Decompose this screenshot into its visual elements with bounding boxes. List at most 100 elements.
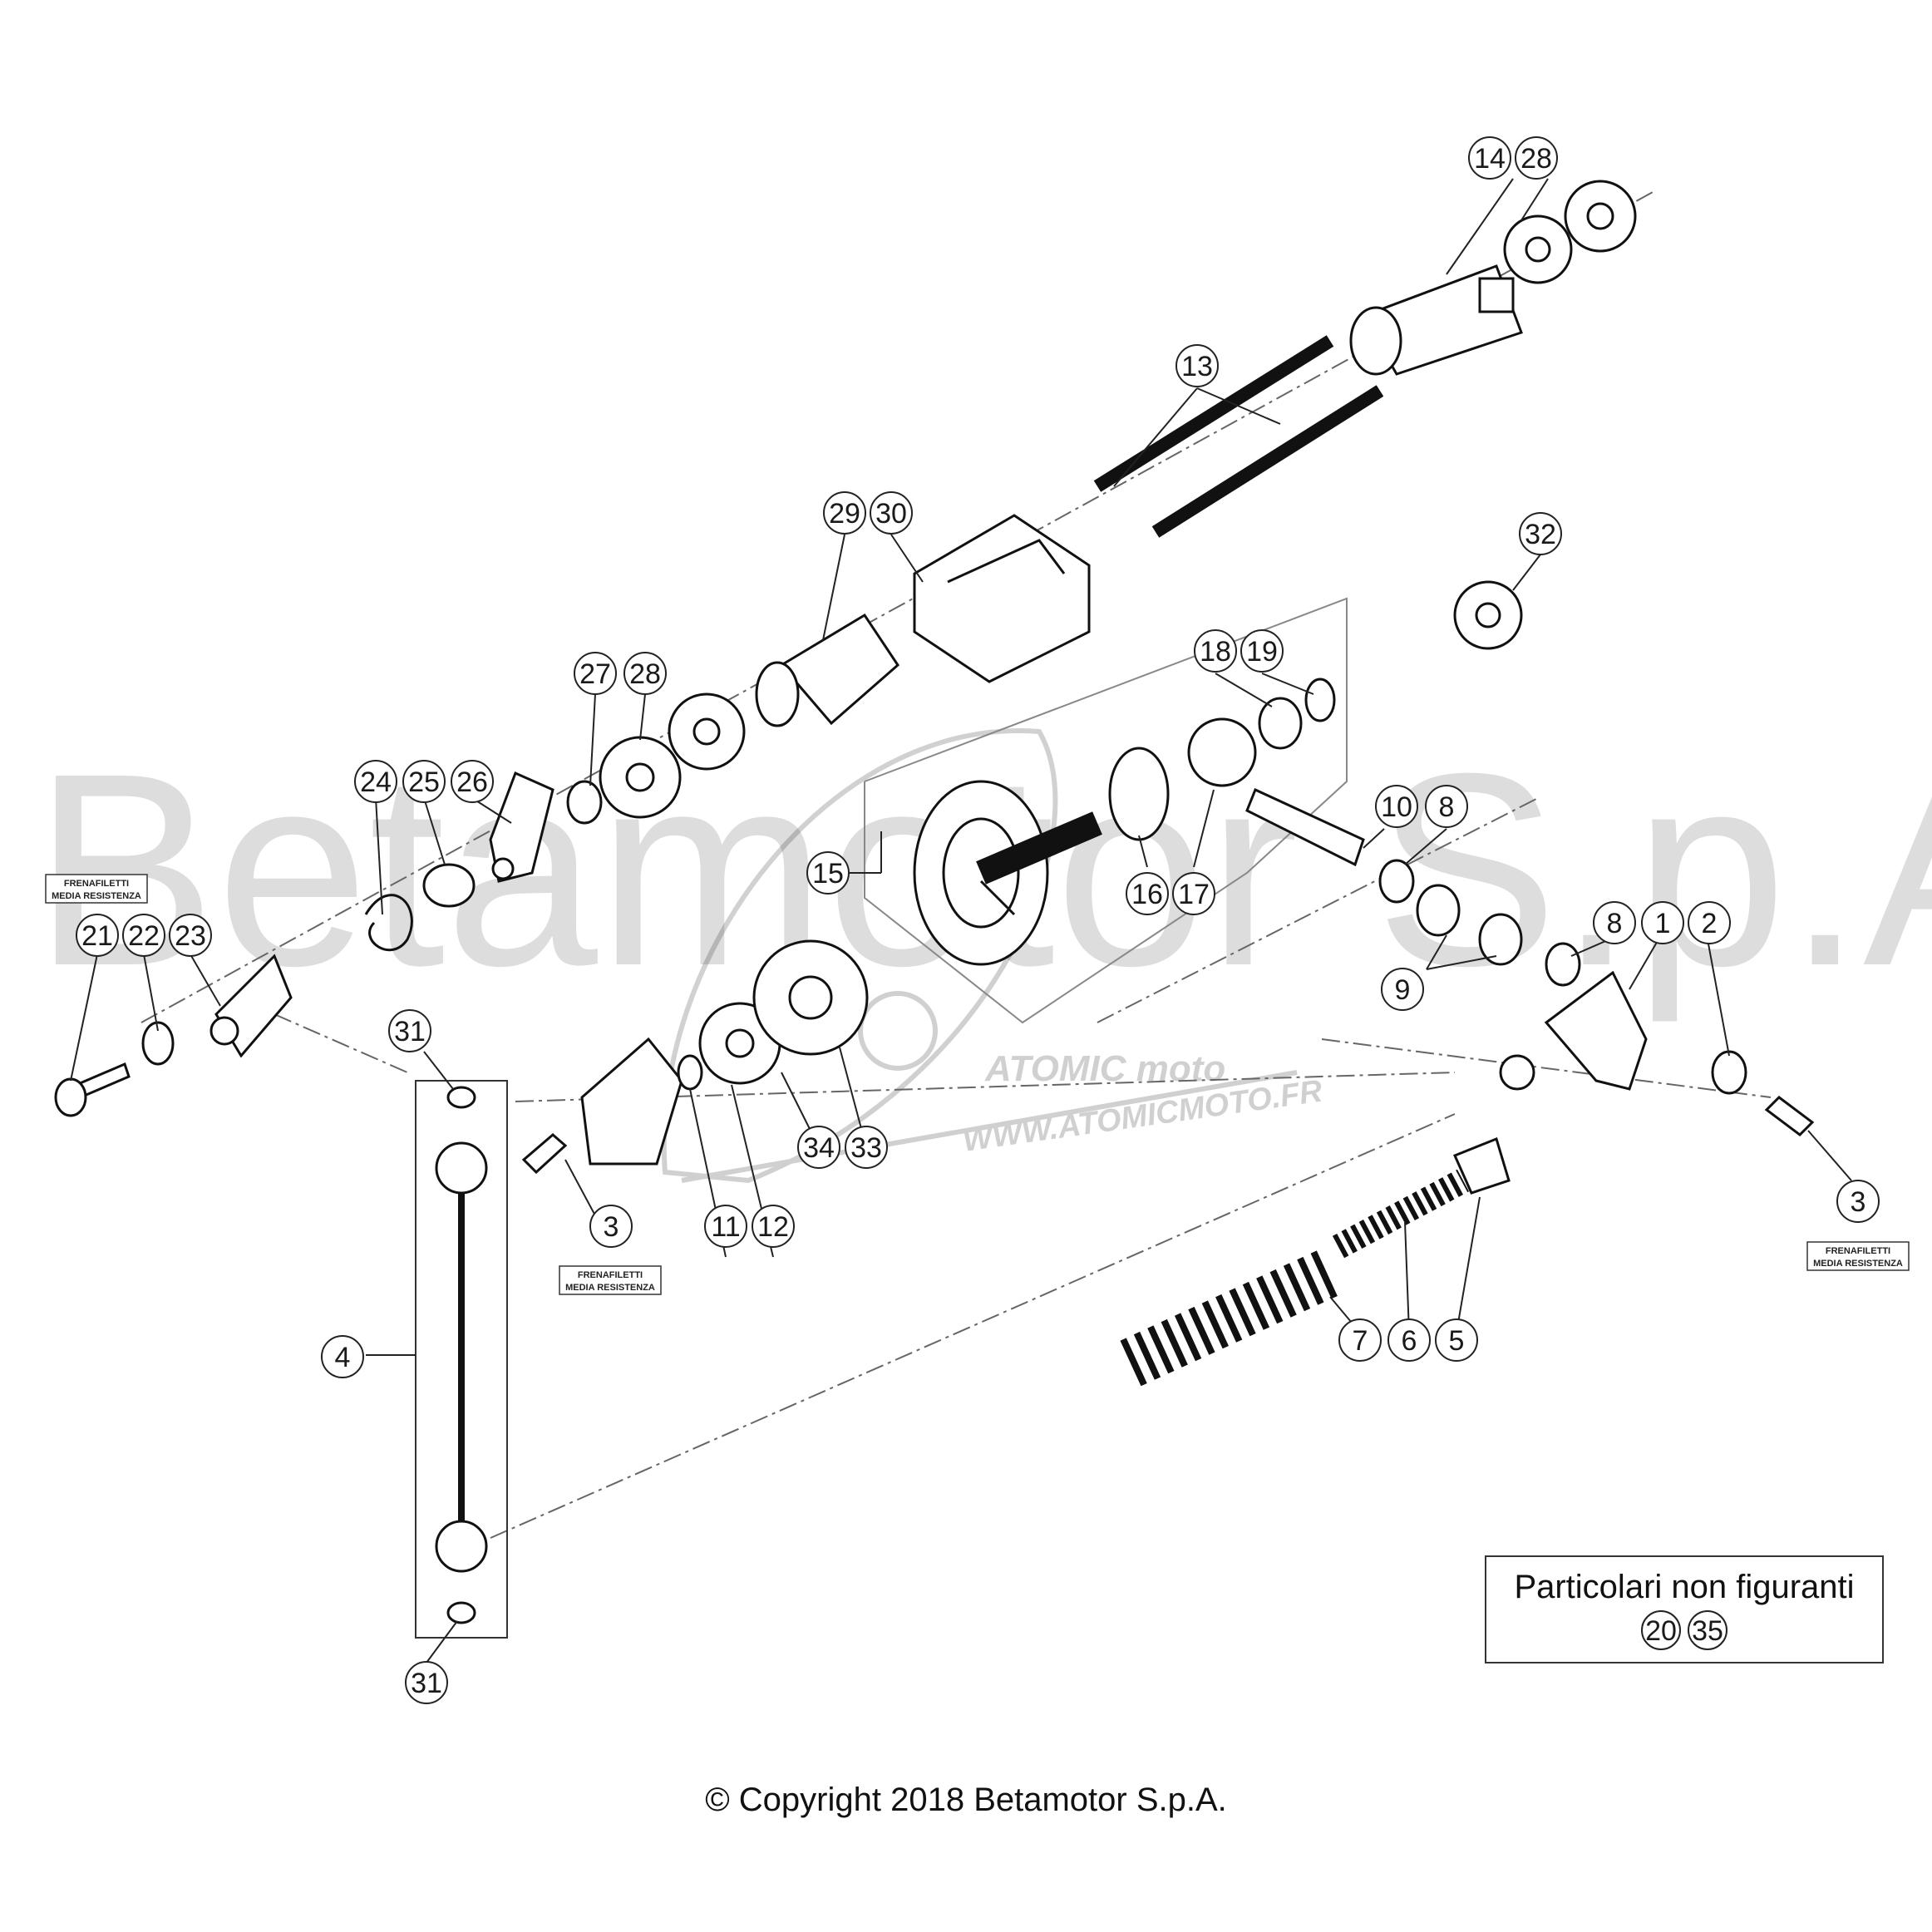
svg-text:34: 34 (803, 1132, 835, 1164)
note-item-35: 35 (1692, 1615, 1723, 1647)
callout-28-top: 28 (1515, 136, 1558, 180)
svg-text:23: 23 (175, 920, 206, 952)
svg-text:12: 12 (757, 1211, 789, 1243)
callout-23: 23 (169, 914, 212, 957)
callout-5: 5 (1435, 1318, 1478, 1362)
svg-text:3: 3 (1851, 1186, 1866, 1218)
callout-7: 7 (1338, 1318, 1382, 1362)
svg-text:15: 15 (812, 858, 844, 890)
parts-not-shown-box: Particolari non figuranti 20 35 (1485, 1555, 1884, 1663)
housing-outline (864, 597, 1348, 1024)
washer-8-top (1378, 859, 1415, 904)
callout-15: 15 (806, 851, 850, 895)
callout-10: 10 (1375, 785, 1418, 828)
svg-text:FRENAFILETTI: FRENAFILETTI (1826, 1246, 1890, 1256)
callout-1: 1 (1641, 901, 1684, 944)
callout-4: 4 (321, 1335, 364, 1378)
svg-text:17: 17 (1178, 879, 1210, 910)
svg-text:32: 32 (1525, 519, 1556, 550)
svg-text:18: 18 (1200, 636, 1231, 668)
svg-text:22: 22 (128, 920, 160, 952)
callout-34: 34 (797, 1126, 840, 1169)
callout-31-top: 31 (388, 1009, 431, 1052)
logo-watermark-text: ATOMIC moto (984, 1048, 1225, 1089)
roller-25 (422, 863, 476, 908)
callout-30: 30 (870, 491, 913, 535)
callout-18: 18 (1194, 629, 1237, 673)
washer-8-bottom (1545, 942, 1581, 987)
svg-text:2: 2 (1702, 908, 1718, 939)
callout-6: 6 (1387, 1318, 1431, 1362)
threadlock-tag-3-right: FRENAFILETTI MEDIA RESISTENZA (1806, 1241, 1910, 1271)
bush-9b (1478, 913, 1523, 966)
callout-8-bottom: 8 (1593, 901, 1636, 944)
note-item-20: 20 (1645, 1615, 1677, 1647)
callout-29: 29 (823, 491, 866, 535)
spring-7 (1120, 1249, 1341, 1387)
callout-19: 19 (1240, 629, 1284, 673)
svg-text:28: 28 (1520, 143, 1552, 175)
callout-17: 17 (1172, 872, 1215, 915)
circlip-19 (1304, 678, 1336, 722)
svg-text:29: 29 (829, 498, 860, 530)
washer-22 (141, 1021, 175, 1066)
svg-text:10: 10 (1381, 791, 1412, 823)
washer-17 (1187, 717, 1257, 787)
svg-text:25: 25 (408, 766, 440, 798)
svg-text:11: 11 (711, 1211, 740, 1243)
svg-text:28: 28 (629, 658, 661, 690)
callout-26: 26 (451, 760, 494, 803)
washer-2 (1711, 1050, 1747, 1095)
detent-pin (491, 857, 515, 880)
kick-lever (1544, 970, 1648, 1091)
callout-9: 9 (1381, 968, 1424, 1011)
callouts: 14 28 13 29 30 32 18 19 27 28 24 25 26 1… (76, 136, 1880, 1704)
threadlock-tag-21: FRENAFILETTI MEDIA RESISTENZA (45, 874, 148, 904)
impeller (580, 1037, 683, 1166)
shaft-17 (1245, 787, 1365, 867)
ring-27 (566, 780, 603, 825)
bolt-3-left (521, 1133, 568, 1175)
bearing-28-top (1503, 214, 1573, 284)
svg-text:4: 4 (335, 1342, 351, 1373)
svg-text:FRENAFILETTI: FRENAFILETTI (64, 879, 129, 889)
torsion-spring (364, 894, 413, 952)
bearing-top-right (1564, 180, 1637, 253)
svg-text:8: 8 (1607, 908, 1623, 939)
bushing-18 (1258, 697, 1303, 750)
threadlock-tag-3-left: FRENAFILETTI MEDIA RESISTENZA (559, 1265, 662, 1295)
callout-24: 24 (354, 760, 397, 803)
svg-text:9: 9 (1395, 974, 1411, 1006)
parts (54, 180, 1815, 1639)
svg-text:16: 16 (1131, 879, 1163, 910)
callout-14: 14 (1468, 136, 1511, 180)
seal-11 (677, 1054, 703, 1091)
callout-8-top: 8 (1425, 785, 1468, 828)
callout-21: 21 (76, 914, 119, 957)
callout-27: 27 (574, 652, 617, 695)
bush-9a (1416, 884, 1461, 937)
callout-25: 25 (402, 760, 446, 803)
needle-thrust-16 (1108, 747, 1170, 841)
svg-text:MEDIA RESISTENZA: MEDIA RESISTENZA (565, 1283, 655, 1293)
callout-28: 28 (623, 652, 667, 695)
callout-16: 16 (1126, 872, 1169, 915)
callout-13: 13 (1175, 344, 1219, 387)
detent-lever (489, 771, 554, 883)
svg-text:31: 31 (411, 1668, 442, 1699)
shift-drum-end (1349, 264, 1523, 376)
callout-22: 22 (122, 914, 165, 957)
fork-rods (1093, 335, 1384, 538)
svg-text:21: 21 (81, 920, 113, 952)
drum-29 (755, 613, 899, 727)
svg-text:MEDIA RESISTENZA: MEDIA RESISTENZA (52, 891, 141, 901)
callout-11: 11 (704, 1205, 747, 1248)
note-title: Particolari non figuranti (1514, 1569, 1854, 1605)
svg-text:13: 13 (1181, 351, 1213, 382)
callout-2: 2 (1688, 901, 1731, 944)
bolt-3-right (1764, 1096, 1815, 1136)
callout-3-right: 3 (1836, 1180, 1880, 1223)
svg-text:19: 19 (1246, 636, 1278, 668)
callout-33: 33 (845, 1126, 888, 1169)
